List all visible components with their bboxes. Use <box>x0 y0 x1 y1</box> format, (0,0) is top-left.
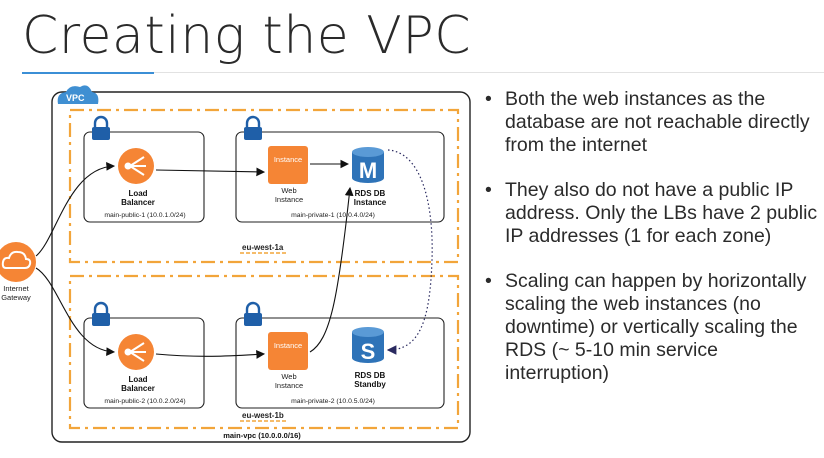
lock-icon <box>92 115 110 140</box>
subnet-private-2 <box>235 317 445 409</box>
connector-web2-db <box>309 186 354 353</box>
subnet-public-1 <box>83 131 205 223</box>
connector-lb2-web2 <box>155 350 266 359</box>
vpc-badge-label: VPC <box>66 93 85 103</box>
lb-label: Load <box>128 189 147 198</box>
db-letter: M <box>359 158 377 183</box>
db-letter: S <box>361 339 376 364</box>
bullet-list: • Both the web instances as the database … <box>483 88 823 407</box>
zone-2-boundary <box>68 274 460 430</box>
subnet-label: main-private-2 (10.0.5.0/24) <box>291 398 375 405</box>
lb-label: Balancer <box>121 384 155 393</box>
subnet-label: main-private-1 (10.0.4.0/24) <box>291 212 375 219</box>
connector-lb1-web1 <box>155 167 266 177</box>
zone-label: eu-west-1a <box>242 243 284 252</box>
subnet-label: main-public-1 (10.0.1.0/24) <box>104 212 185 219</box>
connector-replication <box>386 149 433 355</box>
instance-label: Web <box>281 186 296 195</box>
load-balancer-icon <box>118 148 154 184</box>
bullet-item: • They also do not have a public IP addre… <box>483 179 823 248</box>
lb-label: Load <box>128 375 147 384</box>
lb-label: Balancer <box>121 198 155 207</box>
vpc-cloud-icon <box>57 85 99 104</box>
instance-label: Web <box>281 372 296 381</box>
load-balancer-icon <box>118 334 154 370</box>
vpc-label: main-vpc (10.0.0.0/16) <box>223 431 301 440</box>
bullet-dot: • <box>485 179 492 201</box>
bullet-text: Both the web instances as the database a… <box>505 88 810 156</box>
bullet-text: They also do not have a public IP addres… <box>505 179 818 247</box>
internet-gateway-icon <box>0 242 36 282</box>
lock-icon <box>244 115 262 140</box>
bullet-item: • Both the web instances as the database … <box>483 88 823 157</box>
bullet-item: • Scaling can happen by horizontally scal… <box>483 270 823 385</box>
db-label: RDS DB <box>355 371 386 380</box>
ec2-instance-icon <box>268 146 308 184</box>
db-label: Instance <box>354 198 387 207</box>
db-label: RDS DB <box>355 189 386 198</box>
bullet-text: Scaling can happen by horizontally scali… <box>505 270 807 384</box>
database-master-icon <box>352 147 384 183</box>
connector-gateway-lb2 <box>35 267 116 357</box>
instance-label: Instance <box>275 381 303 390</box>
bullet-dot: • <box>485 88 492 110</box>
gateway-label: Internet <box>3 284 29 293</box>
db-label: Standby <box>354 380 386 389</box>
instance-badge: Instance <box>274 155 302 164</box>
title-divider <box>154 72 824 73</box>
bullet-dot: • <box>485 270 492 292</box>
subnet-label: main-public-2 (10.0.2.0/24) <box>104 398 185 405</box>
zone-1-boundary <box>68 108 460 264</box>
zone-label: eu-west-1b <box>242 411 284 420</box>
vpc-boundary <box>51 91 471 443</box>
lock-icon <box>244 301 262 326</box>
ec2-instance-icon <box>268 332 308 370</box>
gateway-label: Gateway <box>1 293 31 302</box>
slide-title: Creating the VPC <box>22 6 472 66</box>
subnet-public-2 <box>83 317 205 409</box>
title-underline <box>22 72 154 74</box>
instance-badge: Instance <box>274 341 302 350</box>
vpc-architecture-diagram: VPC Internet Gateway Load Balancer <box>0 85 471 443</box>
connector-gateway-lb1 <box>35 161 116 257</box>
subnet-private-1 <box>235 131 445 223</box>
lock-icon <box>92 301 110 326</box>
instance-label: Instance <box>275 195 303 204</box>
database-standby-icon <box>352 327 384 363</box>
